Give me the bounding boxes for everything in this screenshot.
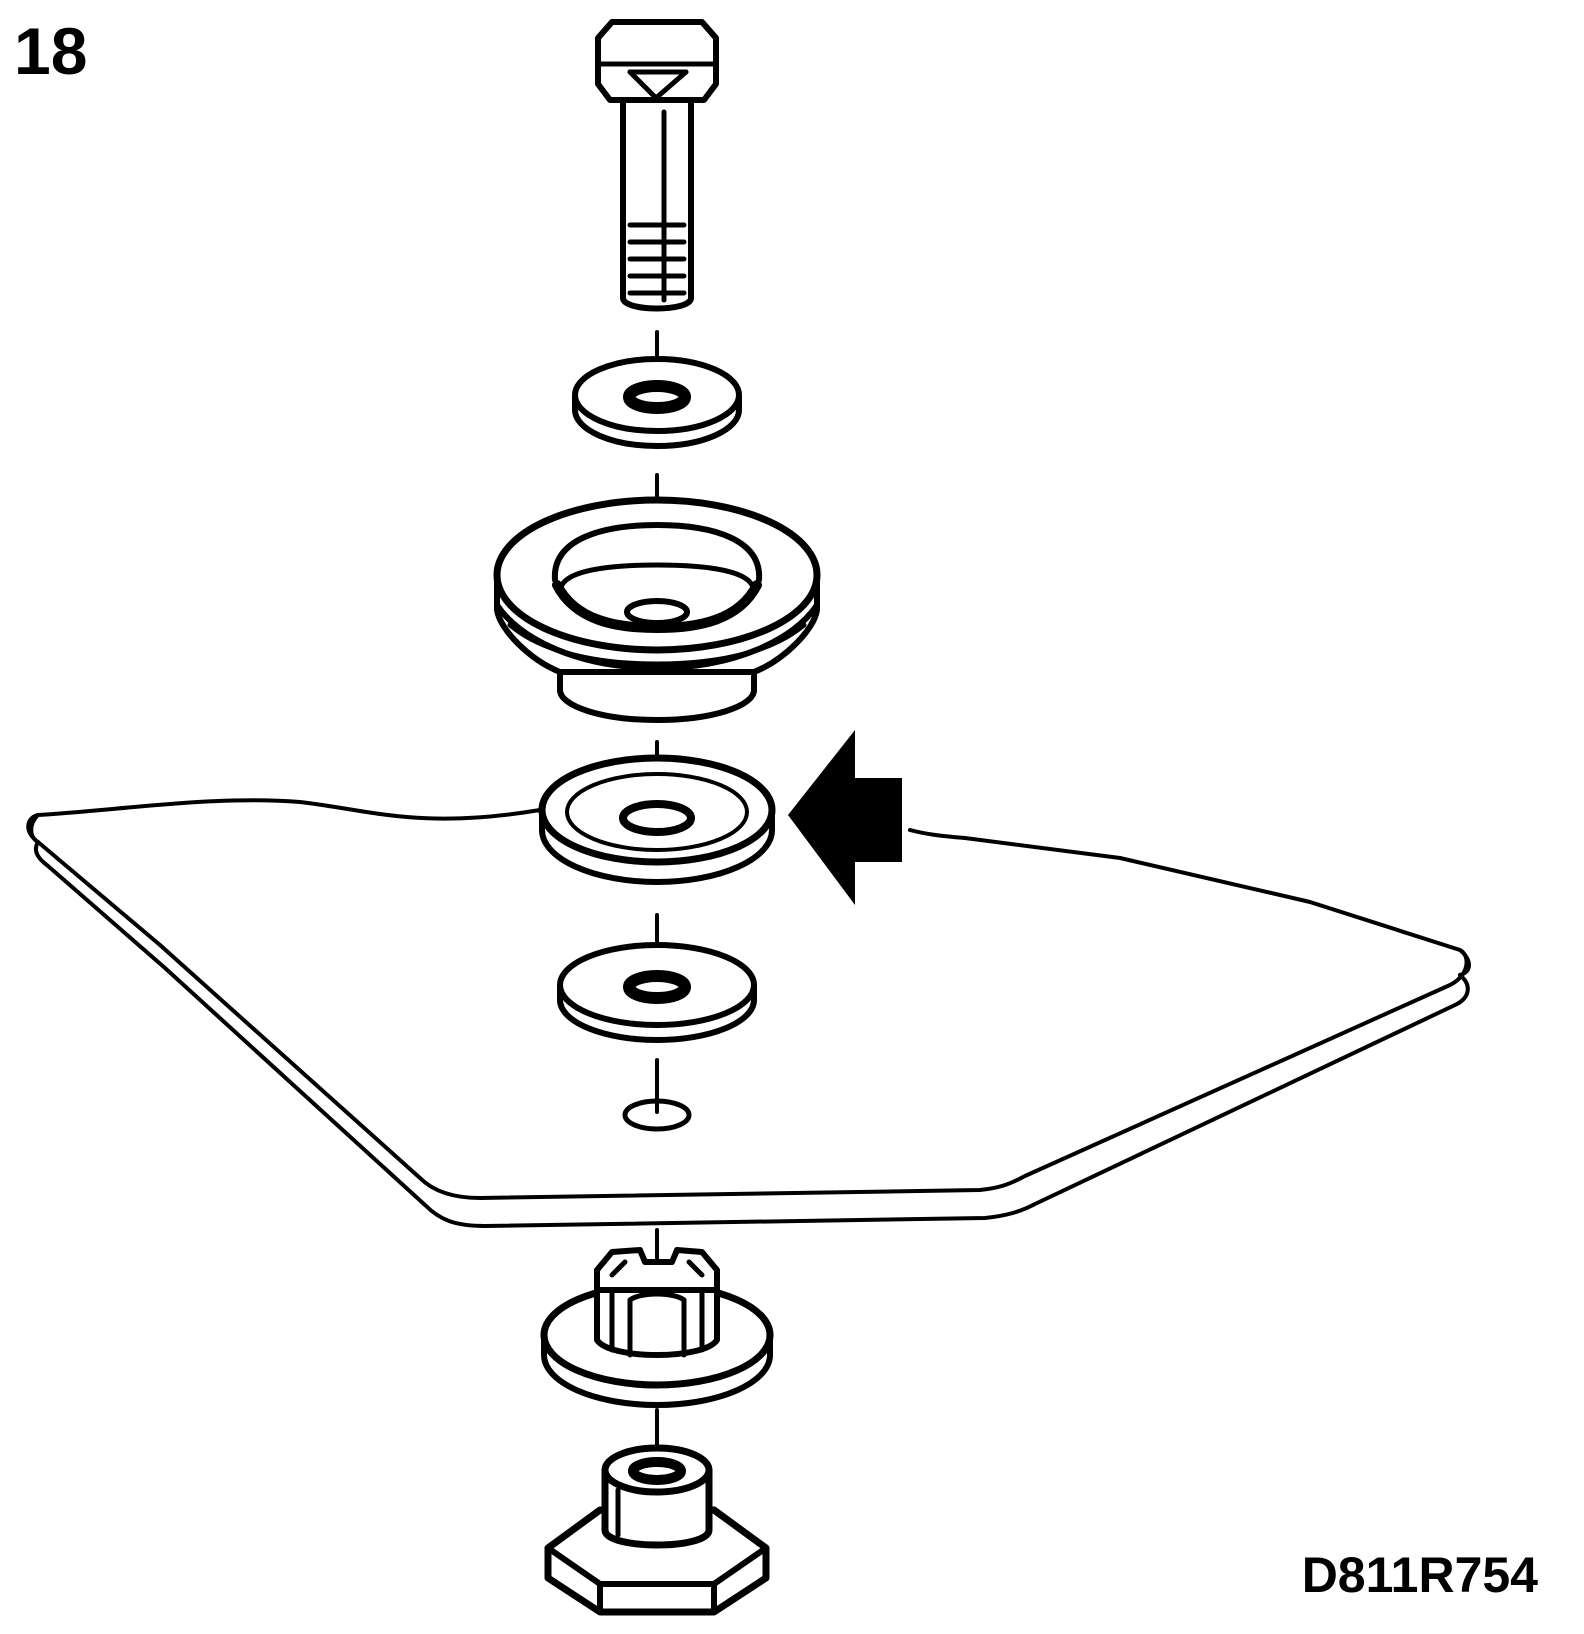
step-number: 18 — [14, 14, 88, 88]
highlighted-washer — [538, 754, 776, 885]
lower-washer — [557, 942, 757, 1043]
arrow-left-icon — [788, 730, 902, 905]
guard-cup — [493, 496, 821, 723]
figure-code: D811R754 — [1301, 1547, 1538, 1603]
blade-plate — [26, 798, 1471, 1228]
top-washer — [572, 356, 742, 449]
castle-nut — [540, 1247, 774, 1408]
plate-hole — [622, 1098, 692, 1132]
sleeve-hex-nut — [544, 1444, 770, 1616]
hex-bolt — [595, 19, 719, 312]
